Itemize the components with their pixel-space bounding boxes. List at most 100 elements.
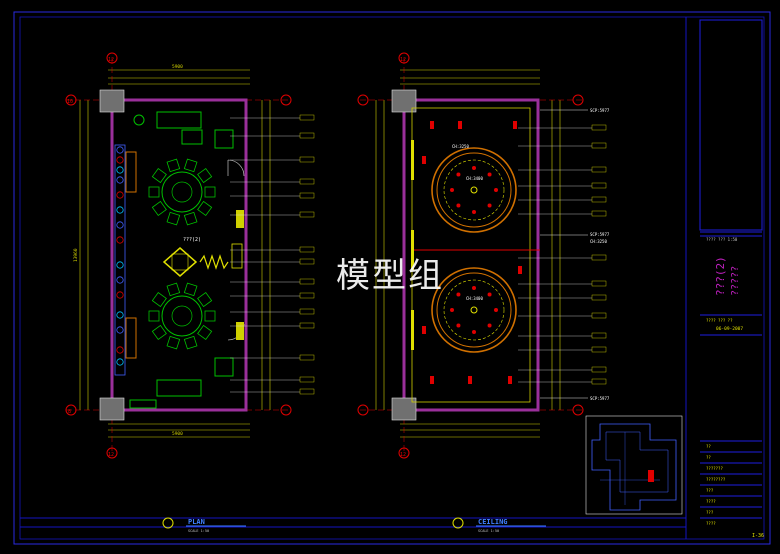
ceiling-downlight — [494, 308, 498, 312]
plan-leader-tag — [299, 211, 315, 218]
ceiling-downlight — [472, 286, 476, 290]
ceiling-downlight — [472, 210, 476, 214]
plan-chair — [197, 167, 213, 184]
plan-room-tag: ???(2) — [183, 237, 201, 243]
plan-grid-top-label: 12 — [108, 57, 114, 63]
ceiling-scale-note: SCALE 1:50 — [478, 529, 499, 533]
ceiling-pendant — [470, 306, 478, 314]
title-block-caption: ???? ??? 1:50 — [706, 237, 738, 242]
title-row-label: ??? — [706, 488, 714, 493]
ceiling-fixture — [508, 376, 512, 384]
ceiling-room-walls — [402, 98, 540, 412]
plan-round-table — [148, 282, 216, 350]
ceiling-downlight — [456, 323, 461, 328]
plan-leader-tag — [299, 132, 315, 139]
plan-feature-diamond — [162, 247, 198, 277]
plant-mark — [116, 261, 124, 269]
title-row-label: ???????? — [706, 477, 726, 482]
plan-chair — [151, 291, 167, 308]
plan-dim-top: 5900 — [172, 64, 183, 70]
ceiling-ring-upper — [431, 147, 517, 233]
plant-mark — [116, 176, 124, 184]
plan-leader-tag — [299, 246, 315, 253]
ceiling-leader-tag — [591, 366, 607, 373]
ceiling-light-slot — [411, 310, 414, 350]
plan-leader-tag — [299, 192, 315, 199]
ceiling-grid-bottom-label: 12 — [400, 452, 406, 458]
plan-window-strip — [114, 144, 126, 376]
title-row-label: ??????? — [706, 466, 723, 471]
plan-chair — [148, 310, 160, 322]
ceiling-fixture — [458, 121, 462, 129]
ceiling-column-bottom — [391, 397, 417, 421]
ceiling-fixture — [513, 121, 517, 129]
drawing-number: I-36 — [752, 533, 764, 539]
plant-mark — [116, 276, 124, 284]
sheet-border — [13, 11, 771, 545]
plan-column-bottom — [99, 397, 125, 421]
plan-planter-box — [125, 317, 137, 359]
plan-chair — [166, 158, 181, 173]
ceiling-grid-top-label: 12 — [400, 57, 406, 63]
ceiling-note-bottom: SCP:5977 — [590, 396, 610, 401]
plant-mark — [116, 221, 124, 229]
plan-leader-tag — [299, 354, 315, 361]
ceiling-downlight — [487, 323, 492, 328]
ceiling-fixture — [518, 266, 522, 274]
plan-chair — [204, 310, 216, 322]
ceiling-downlight — [487, 172, 492, 177]
title-block-rows: ????????????????????????????????? — [700, 440, 762, 526]
plan-leader-tag — [299, 376, 315, 383]
ceiling-note-top: SCP:5977 — [590, 108, 610, 113]
plan-leader-tag — [299, 178, 315, 185]
plan-chair — [166, 282, 181, 297]
ceiling-leader-tag — [591, 378, 607, 385]
plant-mark — [116, 156, 124, 164]
title-row-label: ?? — [706, 455, 711, 460]
plan-leader-tag — [299, 278, 315, 285]
ceiling-downlight — [472, 166, 476, 170]
sheet-label: ???(2) — [714, 256, 727, 296]
ceiling-downlight — [494, 188, 498, 192]
sheet-sublabel: ????? — [730, 266, 741, 296]
plan-leader-tag — [299, 258, 315, 265]
plant-mark — [116, 346, 124, 354]
title-block: ???? ??? 1:50 ???(2) ????? ???? ??? ?? 0… — [699, 19, 764, 539]
ceiling-light-slot — [411, 230, 414, 270]
plant-mark — [116, 311, 124, 319]
ceiling-leader-tag — [591, 124, 607, 131]
plan-chair — [151, 200, 167, 217]
plan-grid-a-label: 10 — [67, 99, 73, 105]
ceiling-label-top: CH:3250 — [452, 144, 469, 149]
ceiling-leader-tag — [591, 182, 607, 189]
plan-leader-tag — [299, 292, 315, 299]
ceiling-downlight — [456, 292, 461, 297]
plan-grid-bubble-a — [65, 94, 77, 106]
plan-leader-tag — [299, 114, 315, 121]
plan-dim-bottom: 5900 — [172, 431, 183, 437]
plan-column-top — [99, 89, 125, 113]
plan-planter-box — [125, 151, 137, 193]
title-row-label: ??? — [706, 510, 714, 515]
plan-chair — [166, 335, 181, 350]
ceiling-fixture — [422, 156, 426, 164]
plan-grid-bubble-bottom — [106, 447, 118, 459]
plan-view: 5900 5900 13960 12 12 10 8 — [65, 52, 315, 533]
ceiling-downlights — [411, 121, 522, 384]
ceiling-fixture — [468, 376, 472, 384]
plan-dim-total: 13960 — [73, 248, 79, 262]
ceiling-column-top — [391, 89, 417, 113]
plan-chair — [197, 291, 213, 308]
ceiling-downlight — [456, 203, 461, 208]
key-plan-highlight — [648, 470, 654, 482]
plan-chair — [183, 282, 198, 297]
plan-room-walls — [110, 98, 248, 412]
ceiling-leader-tag — [591, 142, 607, 149]
plan-chair — [151, 167, 167, 184]
plan-leader-tag — [299, 388, 315, 395]
plan-grid-bottom-label: 12 — [108, 452, 114, 458]
ceiling-leader-lines — [518, 124, 607, 385]
ceiling-label-mid: CH:3250 — [590, 239, 607, 244]
ceiling-leader-tag — [591, 210, 607, 217]
ceiling-leader-tag — [591, 294, 607, 301]
